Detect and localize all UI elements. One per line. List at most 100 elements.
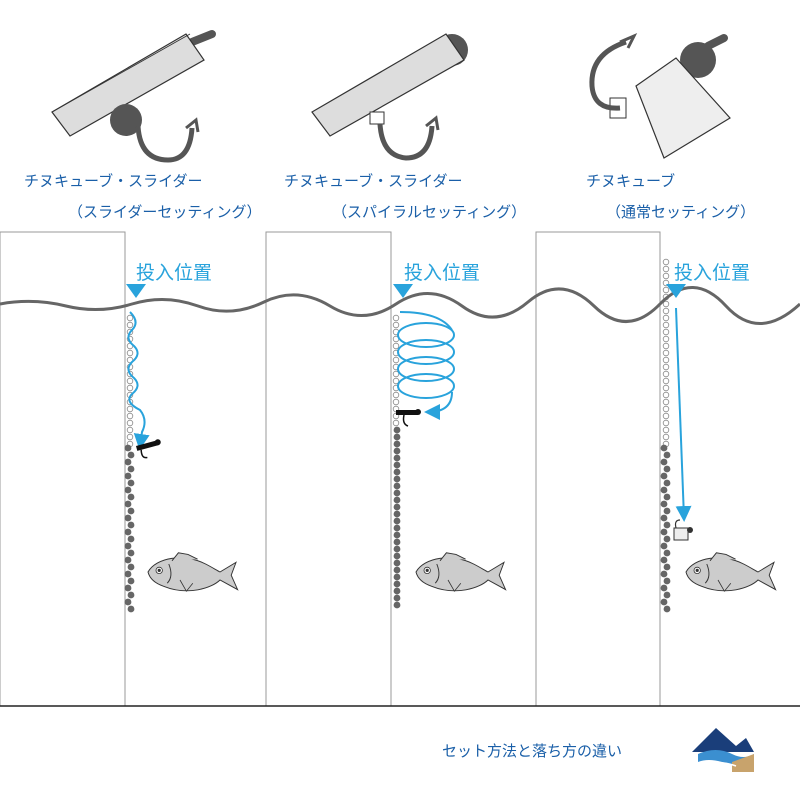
pebble — [660, 486, 668, 494]
pebble — [124, 514, 132, 522]
pebble — [127, 493, 135, 501]
pebble — [393, 566, 401, 574]
pebble-outline — [662, 307, 670, 315]
pebble-outline — [126, 426, 134, 434]
pebble — [393, 433, 401, 441]
setting-title-slider: チヌキューブ・スライダー — [24, 172, 203, 190]
pebble — [663, 563, 671, 571]
rig-spiral-illustration — [311, 33, 468, 161]
pebble-outline — [392, 391, 400, 399]
panel-normal — [535, 231, 661, 707]
drop-label-spiral: 投入位置 — [404, 262, 481, 284]
pebble — [660, 514, 668, 522]
pebble-outline — [392, 321, 400, 329]
pebble — [127, 465, 135, 473]
pebble — [127, 521, 135, 529]
pebble — [127, 577, 135, 585]
pebble-outline — [126, 321, 134, 329]
pebble — [393, 580, 401, 588]
pebble — [660, 444, 668, 452]
pebble — [393, 426, 401, 434]
fall-path-zigzag — [127, 311, 150, 450]
pebble — [393, 524, 401, 532]
fish-spiral — [415, 552, 507, 592]
pebble — [393, 594, 401, 602]
pebble-outline — [662, 356, 670, 364]
pebble — [393, 461, 401, 469]
footer-caption: セット方法と落ち方の違い — [442, 742, 623, 760]
pebble — [660, 472, 668, 480]
pebble — [393, 454, 401, 462]
pebble — [127, 535, 135, 543]
pebble — [660, 556, 668, 564]
drop-marker-normal — [666, 284, 686, 298]
pebble-outline — [392, 370, 400, 378]
fall-path-spiral — [397, 311, 455, 420]
pebble — [393, 601, 401, 609]
pebble-outline — [662, 370, 670, 378]
pebble-outline — [126, 384, 134, 392]
setting-subtitle-normal: （通常セッティング） — [606, 203, 756, 221]
pebble-outline — [662, 321, 670, 329]
pebble — [393, 545, 401, 553]
rig-slider-underwater — [136, 439, 161, 459]
pebble — [663, 493, 671, 501]
pebble — [660, 458, 668, 466]
rock-walls — [124, 258, 671, 613]
pebble-outline — [662, 398, 670, 406]
pebble — [393, 573, 401, 581]
pebble — [660, 528, 668, 536]
pebble-outline — [662, 384, 670, 392]
pebble-outline — [392, 377, 400, 385]
pebble — [663, 521, 671, 529]
pebble — [663, 479, 671, 487]
pebble-outline — [662, 349, 670, 357]
pebble-outline — [662, 328, 670, 336]
pebble — [663, 577, 671, 585]
setting-title-normal: チヌキューブ — [586, 172, 676, 190]
pebble — [393, 440, 401, 448]
pebble — [124, 542, 132, 550]
pebble — [393, 531, 401, 539]
drop-marker-slider — [126, 284, 146, 298]
setting-subtitle-slider: （スライダーセッティング） — [68, 203, 262, 221]
pebble — [393, 517, 401, 525]
pebble — [124, 584, 132, 592]
pebble — [660, 570, 668, 578]
pebble — [127, 507, 135, 515]
pebble-outline — [126, 433, 134, 441]
pebble-outline — [662, 391, 670, 399]
pebble — [663, 549, 671, 557]
water-surface — [0, 286, 800, 325]
pebble — [660, 500, 668, 508]
drop-label-slider: 投入位置 — [136, 262, 213, 284]
pebble-outline — [126, 405, 134, 413]
pebble — [663, 451, 671, 459]
setting-subtitle-spiral: （スパイラルセッティング） — [332, 203, 527, 221]
pebble — [660, 598, 668, 606]
pebble-outline — [662, 314, 670, 322]
pebble — [127, 451, 135, 459]
pebble-outline — [662, 342, 670, 350]
pebble — [124, 528, 132, 536]
pebble — [393, 538, 401, 546]
pebble — [393, 475, 401, 483]
pebble — [124, 486, 132, 494]
pebble-outline — [662, 258, 670, 266]
pebble-outline — [126, 377, 134, 385]
panel-spiral — [265, 231, 392, 707]
rig-normal-illustration — [589, 33, 731, 159]
pebble-outline — [126, 412, 134, 420]
pebble — [663, 591, 671, 599]
pebble-outline — [392, 342, 400, 350]
pebble-outline — [126, 349, 134, 357]
pebble — [124, 458, 132, 466]
pebble-outline — [662, 419, 670, 427]
pebble — [660, 584, 668, 592]
pebble — [660, 542, 668, 550]
pebble — [124, 556, 132, 564]
pebble-outline — [392, 356, 400, 364]
drop-marker-spiral — [393, 284, 413, 298]
